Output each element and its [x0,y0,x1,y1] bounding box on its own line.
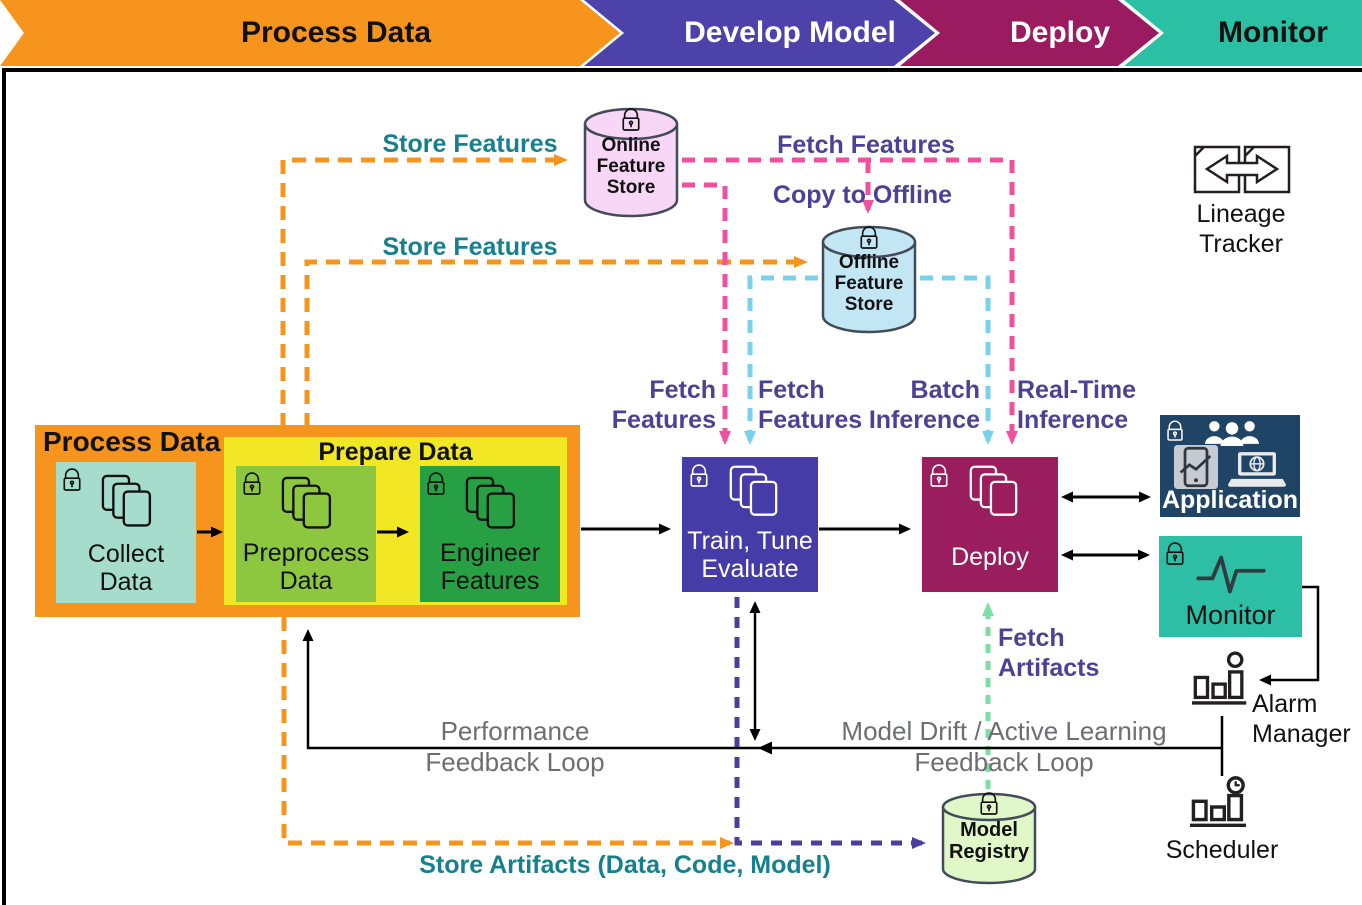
documents-icon [98,472,160,532]
group-prepare-data-title: Prepare Data [318,438,473,466]
stage-label: Develop Model [684,16,896,49]
lock-icon [979,792,999,816]
lock-icon [426,472,446,496]
stage-develop-model: Develop Model [584,0,935,66]
node-collect-data: Collect Data [56,462,196,603]
label-fetch-features-top: Fetch Features [777,131,955,159]
stage-process-data: Process Data [0,0,620,66]
node-offline-feature-store: Offline Feature Store [820,224,918,336]
scheduler-icon [1190,776,1254,838]
stage-label: Monitor [1218,16,1328,49]
stage-monitor: Monitor [1124,0,1362,66]
mobile-chart-icon [1174,445,1218,489]
node-label: Offline Feature Store [834,252,904,315]
label-store-features-online: Store Features [382,130,558,158]
label-performance-loop: Performance Feedback Loop [425,716,605,777]
cylinder-shape [583,107,679,218]
node-label: Application [1161,486,1299,515]
label-store-features-offline: Store Features [382,233,558,261]
label-batch-inference: Batch Inference [868,376,980,434]
stage-label: Process Data [240,16,432,49]
label-drift-loop: Model Drift / Active Learning Feedback L… [841,716,1167,777]
lock-icon [1165,542,1185,566]
node-label: Train, Tune Evaluate [687,526,813,584]
node-label: Monitor [1185,599,1276,630]
label-fetch-features-online: Fetch Features [611,376,716,434]
node-model-registry: Model Registry [940,791,1038,887]
stage-label: Deploy [1009,16,1111,49]
lineage-tracker-label: Lineage Tracker [1196,200,1286,258]
label-fetch-features-offline: Fetch Features [758,376,863,434]
label-realtime-inference: Real-Time Inference [1017,376,1137,434]
documents-icon [966,463,1026,521]
node-label: Collect Data [87,539,165,597]
stage-deploy: Deploy [900,0,1159,66]
lineage-tracker-icon [1193,140,1291,198]
group-process-data-title: Process Data [43,426,221,457]
node-monitor: Monitor [1159,536,1302,637]
node-online-feature-store: Online Feature Store [582,106,680,220]
node-label: Online Feature Store [596,135,666,198]
node-train-tune-evaluate: Train, Tune Evaluate [682,457,818,592]
lock-icon [62,468,82,492]
node-label: Engineer Features [439,538,541,596]
lock-icon [689,464,709,488]
node-label: Deploy [951,543,1029,572]
label-store-artifacts: Store Artifacts (Data, Code, Model) [419,851,831,879]
label-copy-to-offline: Copy to Offline [772,181,953,209]
alarm-manager-icon [1192,650,1254,716]
documents-icon [278,474,340,534]
node-deploy: Deploy [922,457,1058,592]
node-label: Preprocess Data [242,538,370,596]
lock-icon [621,108,641,132]
cylinder-shape [941,792,1037,885]
laptop-globe-icon [1228,451,1286,489]
label-fetch-artifacts: Fetch Artifacts [998,624,1100,682]
node-engineer-features: Engineer Features [420,466,560,602]
documents-icon [726,463,786,521]
node-application: Application [1160,415,1300,517]
lock-icon [242,472,262,496]
node-label: Model Registry [948,819,1030,863]
alarm-manager-label: Alarm Manager [1252,690,1351,748]
lock-icon [859,226,879,250]
lock-icon [1166,420,1184,442]
scheduler-label: Scheduler [1165,836,1279,864]
pulse-icon [1195,550,1267,598]
node-preprocess-data: Preprocess Data [236,466,376,602]
users-icon [1204,419,1260,446]
lock-icon [929,464,949,488]
documents-icon [462,474,524,534]
